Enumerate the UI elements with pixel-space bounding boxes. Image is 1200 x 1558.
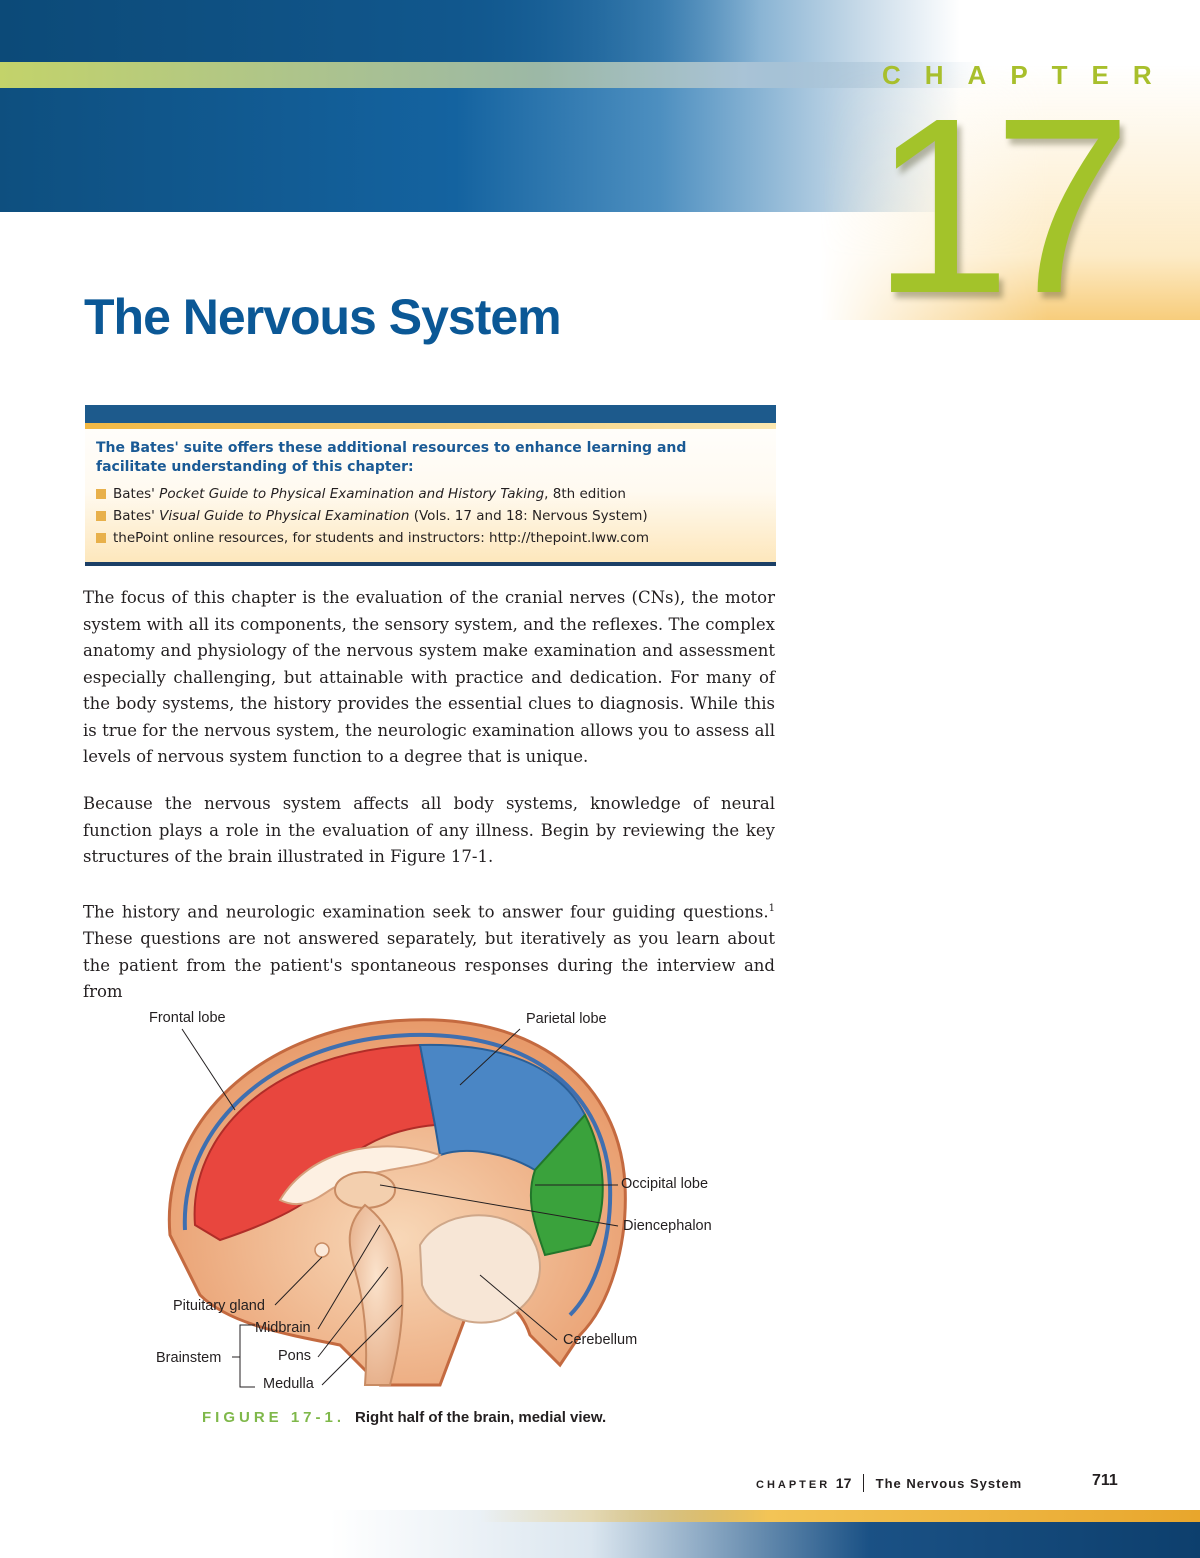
pituitary-gland: [314, 1242, 330, 1258]
resource-box-stripe: [85, 423, 776, 429]
resource-item: Bates' Visual Guide to Physical Examinat…: [96, 505, 766, 527]
footer-band-stripe: [480, 1510, 1200, 1522]
body-paragraph-1: The focus of this chapter is the evaluat…: [83, 588, 775, 766]
figure-caption: FIGURE 17-1. Right half of the brain, med…: [202, 1409, 606, 1426]
page-number: 711: [1092, 1472, 1118, 1489]
footer-divider: [863, 1474, 864, 1492]
label-parietal-lobe: Parietal lobe: [526, 1011, 607, 1027]
figure-caption-label: FIGURE 17-1.: [202, 1409, 346, 1426]
cerebellum: [418, 1214, 541, 1324]
resource-intro: The Bates' suite offers these additional…: [96, 440, 687, 475]
resource-item: Bates' Pocket Guide to Physical Examinat…: [96, 483, 766, 505]
figure-caption-text: Right half of the brain, medial view.: [355, 1409, 607, 1426]
label-pons: Pons: [278, 1348, 312, 1364]
diencephalon: [334, 1171, 396, 1209]
resource-list: Bates' Pocket Guide to Physical Examinat…: [96, 483, 766, 549]
label-occipital-lobe: Occipital lobe: [621, 1176, 709, 1192]
resource-box-header-bar: [85, 405, 776, 423]
square-bullet-icon: [96, 533, 106, 543]
square-bullet-icon: [96, 489, 106, 499]
footer-chapter-number: 17: [835, 1475, 852, 1491]
label-cerebellum: Cerebellum: [563, 1332, 638, 1348]
resource-link-text[interactable]: thePoint online resources, for students …: [113, 530, 650, 546]
header-right-gradient: [820, 0, 1200, 320]
brain-illustration: [167, 1018, 627, 1388]
footnote-ref[interactable]: 1: [768, 903, 775, 914]
label-medulla: Medulla: [263, 1376, 314, 1392]
brainstem: [348, 1203, 404, 1386]
footer-title: The Nervous System: [875, 1476, 1023, 1491]
label-brainstem: Brainstem: [156, 1350, 222, 1366]
label-diencephalon: Diencephalon: [623, 1218, 712, 1234]
label-midbrain: Midbrain: [255, 1320, 311, 1336]
square-bullet-icon: [96, 511, 106, 521]
header-band-dark: [0, 0, 760, 62]
resource-box: The Bates' suite offers these additional…: [85, 405, 776, 566]
label-frontal-lobe: Frontal lobe: [149, 1010, 226, 1026]
chapter-number: 17: [872, 66, 1132, 345]
frontal-lobe: [193, 1043, 437, 1242]
body-paragraph-3: The history and neurologic examination s…: [83, 902, 775, 1002]
running-footer: CHAPTER 17 The Nervous System: [756, 1474, 1022, 1492]
leader-lines: [181, 1028, 619, 1388]
resource-item: thePoint online resources, for students …: [96, 527, 766, 549]
page-title: The Nervous System: [84, 289, 562, 345]
body-paragraph-2: Because the nervous system affects all b…: [83, 794, 775, 866]
label-pituitary-gland: Pituitary gland: [173, 1298, 265, 1314]
footer-chapter-word: CHAPTER: [756, 1479, 831, 1491]
